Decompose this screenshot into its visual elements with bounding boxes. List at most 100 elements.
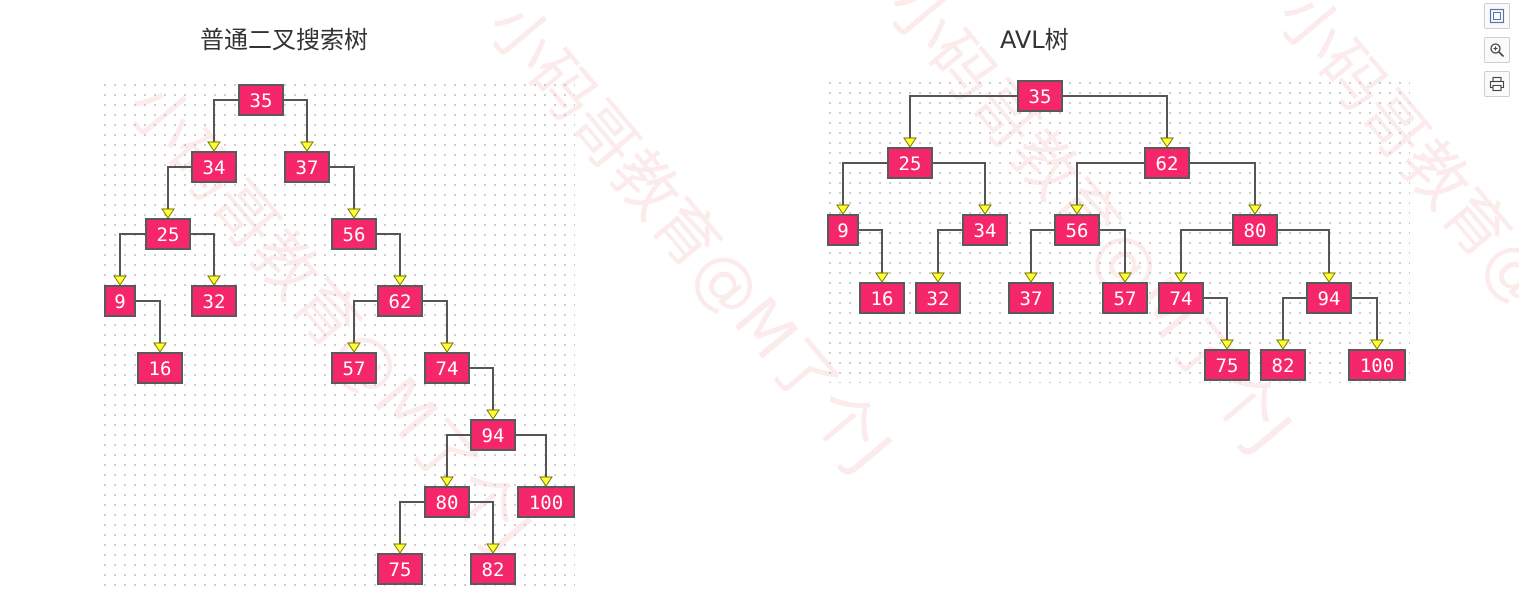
node-label: 16 [871, 288, 894, 310]
node-box [1008, 282, 1054, 314]
avl-title: AVL树 [1000, 26, 1069, 54]
tree-node-94[interactable]: 94 [470, 419, 516, 451]
tree-edge [1282, 297, 1307, 342]
zoom-in-icon [1490, 43, 1505, 58]
tree-edge [329, 166, 355, 211]
tree-edge [909, 95, 1018, 140]
arrow-head-icon [1276, 339, 1290, 350]
arrow-head-icon [1160, 137, 1174, 148]
arrow-head-icon [486, 409, 500, 420]
tree-node-35[interactable]: 35 [238, 84, 284, 116]
tree-edge [1189, 162, 1256, 207]
node-label: 100 [1360, 355, 1394, 377]
tree-edge [1180, 229, 1233, 275]
arrow-head-icon [539, 476, 553, 487]
node-box [1158, 282, 1204, 314]
tree-node-82[interactable]: 82 [470, 553, 516, 585]
node-label: 74 [436, 358, 459, 380]
zoom-in-button[interactable] [1484, 37, 1510, 63]
node-box [331, 218, 377, 250]
tree-node-74[interactable]: 74 [1158, 282, 1204, 314]
tree-node-16[interactable]: 16 [859, 282, 905, 314]
node-box [1306, 282, 1352, 314]
tree-node-100[interactable]: 100 [1348, 349, 1406, 381]
tree-node-74[interactable]: 74 [424, 352, 470, 384]
node-box [145, 218, 191, 250]
tree-node-32[interactable]: 32 [191, 285, 237, 317]
tree-node-94[interactable]: 94 [1306, 282, 1352, 314]
tree-node-32[interactable]: 32 [915, 282, 961, 314]
tree-node-34[interactable]: 34 [191, 151, 237, 183]
node-box [377, 285, 423, 317]
tree-node-37[interactable]: 37 [284, 151, 330, 183]
tree-edge [446, 434, 471, 479]
node-box [1232, 214, 1278, 246]
node-label: 74 [1170, 288, 1193, 310]
node-label: 25 [157, 224, 180, 246]
tree-node-75[interactable]: 75 [1204, 349, 1250, 381]
tree-node-80[interactable]: 80 [1232, 214, 1278, 246]
arrow-head-icon [486, 543, 500, 554]
node-label: 16 [149, 358, 172, 380]
node-box [377, 553, 423, 585]
tree-edge [932, 162, 986, 207]
tree-edge [283, 99, 308, 144]
arrow-head-icon [161, 208, 175, 219]
tree-edge [190, 233, 215, 278]
tree-node-62[interactable]: 62 [1144, 147, 1190, 179]
arrow-head-icon [1370, 339, 1384, 350]
node-label: 62 [1156, 153, 1179, 175]
tree-edge [1062, 95, 1168, 140]
tree-edge [422, 300, 448, 345]
node-label: 35 [1029, 86, 1052, 108]
tree-node-62[interactable]: 62 [377, 285, 423, 317]
node-label: 37 [296, 157, 319, 179]
tree-node-25[interactable]: 25 [145, 218, 191, 250]
print-button[interactable] [1484, 71, 1510, 97]
tree-node-100[interactable]: 100 [517, 486, 575, 518]
arrow-head-icon [440, 342, 454, 353]
node-box [827, 214, 859, 246]
tree-edge [858, 229, 883, 275]
arrow-head-icon [207, 141, 221, 152]
tree-node-34[interactable]: 34 [962, 214, 1008, 246]
node-label: 35 [250, 90, 273, 112]
tree-node-16[interactable]: 16 [137, 352, 183, 384]
tree-node-57[interactable]: 57 [1102, 282, 1148, 314]
node-box [470, 419, 516, 451]
tree-node-82[interactable]: 82 [1260, 349, 1306, 381]
tree-edge [1351, 297, 1378, 342]
node-box [238, 84, 284, 116]
fit-to-screen-button[interactable] [1484, 3, 1510, 29]
tree-edge [167, 166, 192, 211]
fit-to-screen-icon [1489, 8, 1505, 24]
bst-tree: 35 34 37 25 56 9 32 62 16 57 74 94 80 100 75 82 [104, 84, 575, 585]
tree-edge [1030, 229, 1055, 275]
arrow-head-icon [153, 342, 167, 353]
arrow-head-icon [393, 275, 407, 286]
node-label: 32 [203, 291, 226, 313]
tree-node-37[interactable]: 37 [1008, 282, 1054, 314]
tree-node-9[interactable]: 9 [104, 285, 136, 317]
node-box [1017, 80, 1063, 112]
tree-edge [842, 162, 888, 207]
node-box [191, 151, 237, 183]
tree-edge [515, 434, 547, 479]
node-box [284, 151, 330, 183]
arrow-head-icon [931, 272, 945, 283]
node-box [191, 285, 237, 317]
tree-node-75[interactable]: 75 [377, 553, 423, 585]
tree-edge [213, 99, 239, 144]
tree-edge [135, 300, 161, 345]
tree-node-35[interactable]: 35 [1017, 80, 1063, 112]
node-box [1102, 282, 1148, 314]
tree-node-57[interactable]: 57 [331, 352, 377, 384]
tree-node-80[interactable]: 80 [424, 486, 470, 518]
tree-node-25[interactable]: 25 [887, 147, 933, 179]
arrow-head-icon [300, 141, 314, 152]
tree-node-9[interactable]: 9 [827, 214, 859, 246]
tree-node-56[interactable]: 56 [331, 218, 377, 250]
node-box [137, 352, 183, 384]
arrow-head-icon [1322, 272, 1336, 283]
tree-node-56[interactable]: 56 [1054, 214, 1100, 246]
